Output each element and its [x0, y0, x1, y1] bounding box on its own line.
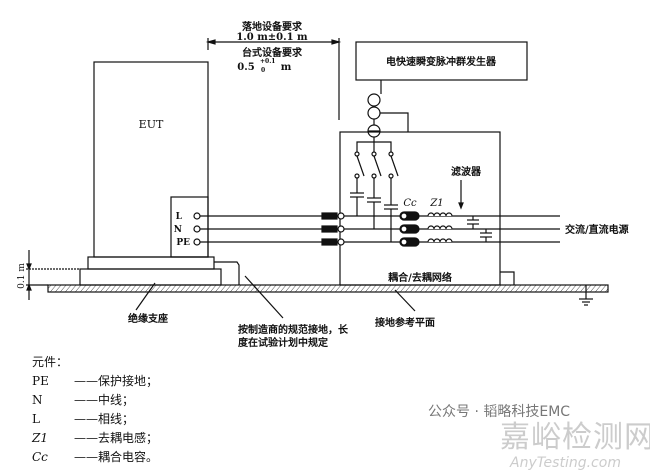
- filter-label: 滤波器: [451, 165, 482, 178]
- legend-item: L ——相线；: [32, 412, 134, 426]
- z1-label: Z1: [429, 198, 443, 209]
- connectors: [321, 212, 345, 246]
- watermark-url: AnyTesting.com: [510, 455, 621, 471]
- eut-box: [93, 61, 209, 258]
- filter-capacitors: [467, 216, 492, 242]
- legend-item: Cc ——耦合电容。: [32, 450, 158, 464]
- insulation-label: 绝缘支座: [128, 312, 168, 325]
- floor-requirement-value: 1.0 m±0.1 m: [236, 32, 308, 43]
- legend-item: N ——中线；: [32, 393, 134, 407]
- table-tolerance-minus: 0: [261, 67, 265, 74]
- table-requirement-base: 0.5: [237, 62, 254, 73]
- watermark-site: 嘉峪检测网: [500, 420, 650, 455]
- cdn-box: [339, 131, 501, 286]
- watermark-account: 公众号 · 韬略科技EMC: [428, 404, 571, 420]
- insulating-support: [79, 268, 222, 286]
- terminal-l-label: L: [176, 212, 183, 222]
- legend-desc: ——相线；: [74, 412, 135, 426]
- decoupling-inductors: [427, 212, 453, 243]
- legend-key: Z1: [32, 431, 48, 445]
- ground-reference-plane: [47, 284, 609, 293]
- table-requirement-unit: m: [281, 62, 292, 73]
- table-tolerance-plus: +0.1: [260, 58, 275, 65]
- height-label: 0.1 m: [17, 263, 27, 289]
- legend-desc: ——中线；: [74, 393, 135, 407]
- legend-title: 元件：: [32, 355, 69, 369]
- switches: [350, 137, 399, 242]
- coupling-transformer: [367, 93, 381, 138]
- cc-label: Cc: [403, 198, 417, 209]
- insulating-support-top: [87, 256, 215, 270]
- ground-plane-label: 接地参考平面: [375, 316, 435, 329]
- earth-ground-icon: [579, 285, 593, 306]
- generator-label: 电快速瞬变脉冲群发生器: [386, 55, 497, 68]
- terminal-pe-label: PE: [176, 238, 190, 248]
- legend-desc: ——保护接地；: [74, 374, 159, 388]
- cdn-label: 耦合/去耦网络: [388, 271, 452, 284]
- legend-item: PE ——保护接地；: [32, 374, 158, 388]
- power-lines: [199, 215, 560, 243]
- legend-desc: ——去耦电感；: [74, 431, 159, 445]
- grounding-note-line2: 度在试验计划中规定: [238, 336, 328, 349]
- legend-key: N: [32, 393, 43, 407]
- terminal-n-label: N: [174, 225, 182, 235]
- table-requirement-title: 台式设备要求: [242, 46, 303, 59]
- coupling-capacitors: [399, 211, 420, 247]
- distance-dimension: [205, 38, 342, 120]
- eut-ground-wire: [214, 261, 240, 285]
- eut-label: EUT: [139, 118, 164, 131]
- floor-requirement-title: 落地设备要求: [242, 20, 303, 33]
- burst-generator-box: [355, 41, 528, 81]
- legend-key: Cc: [32, 450, 48, 464]
- power-source-label: 交流/直流电源: [565, 223, 629, 236]
- legend-key: PE: [32, 374, 49, 388]
- legend-desc: ——耦合电容。: [74, 450, 159, 464]
- legend-key: L: [32, 412, 40, 426]
- legend-item: Z1 ——去耦电感；: [32, 431, 158, 445]
- grounding-note-line1: 按制造商的规范接地，长: [238, 323, 349, 336]
- height-dimension: [26, 250, 80, 300]
